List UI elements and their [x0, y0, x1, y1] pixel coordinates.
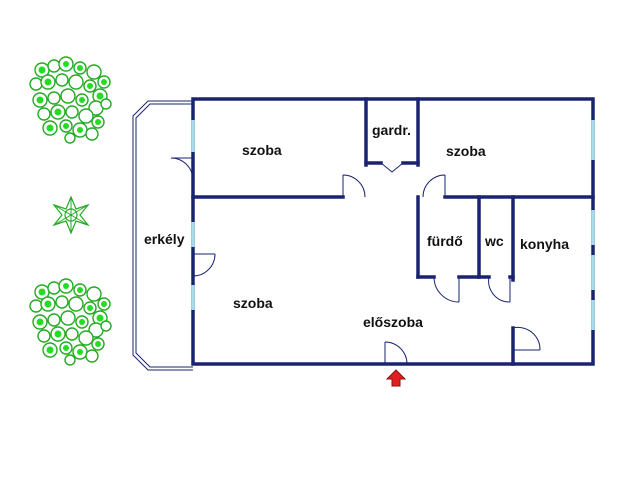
room-label-balcony: erkély — [144, 231, 185, 247]
balcony-railing — [132, 100, 193, 371]
interior-walls — [191, 97, 595, 366]
room-label-hallway: előszoba — [363, 314, 423, 330]
doors — [170, 157, 541, 365]
room-label-szoba-bottom-left: szoba — [233, 295, 273, 311]
room-label-gardrobe: gardr. — [372, 122, 411, 138]
windows — [191, 120, 595, 330]
tree-icon-middle — [52, 195, 90, 235]
tree-icon-top — [29, 56, 112, 144]
tree-icon-bottom — [29, 278, 112, 366]
room-label-bathroom: fürdő — [427, 233, 463, 249]
room-label-szoba-top-left: szoba — [242, 142, 282, 158]
room-label-wc: wc — [485, 233, 504, 249]
room-label-kitchen: konyha — [520, 236, 570, 252]
room-label-szoba-top-right: szoba — [446, 143, 486, 159]
entrance-arrow-icon — [385, 369, 407, 387]
